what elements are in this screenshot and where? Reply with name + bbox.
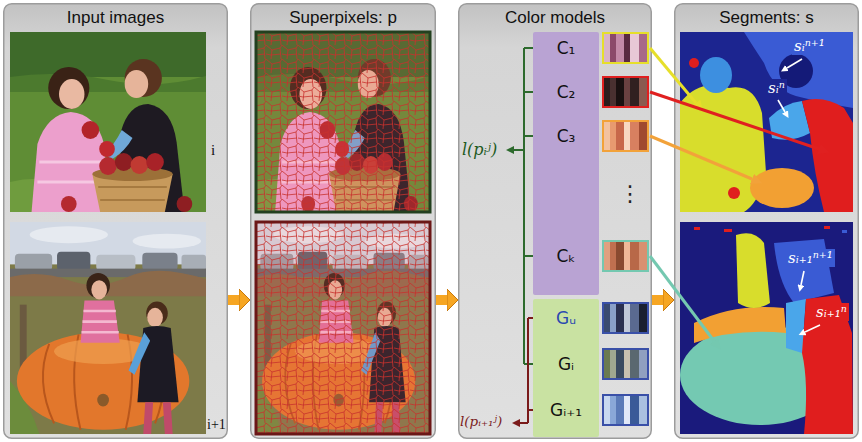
color-swatch bbox=[603, 303, 648, 333]
ellipsis-mark: ⋮ bbox=[619, 181, 641, 207]
model-band: C₁ C₂ C₃ Cₖ bbox=[533, 32, 599, 295]
model-tree-green bbox=[514, 48, 533, 364]
likelihood-label: l(pᵢʲ) bbox=[462, 140, 497, 159]
model-name: C₃ bbox=[557, 126, 576, 146]
segment-label: sᵢ₊₁ⁿ bbox=[814, 303, 849, 321]
input-images-art bbox=[3, 3, 228, 439]
color-swatch bbox=[603, 77, 648, 107]
flow-arrow bbox=[436, 295, 447, 305]
model-name: C₁ bbox=[557, 38, 576, 58]
color-swatch bbox=[603, 33, 648, 63]
segment-label: sᵢⁿ⁺¹ bbox=[792, 37, 827, 55]
segment-map bbox=[680, 32, 853, 212]
likelihood-label: l(pᵢ₊₁ʲ) bbox=[460, 413, 502, 429]
panel-heading: Input images bbox=[67, 8, 164, 28]
stage-panel: Color modelsC₁ C₂ C₃ CₖGᵤGᵢGᵢ₊₁ bbox=[458, 3, 652, 439]
stage-panel: Segments: s bbox=[674, 3, 859, 439]
color-swatch bbox=[603, 121, 648, 151]
model-name: Cₖ bbox=[556, 246, 575, 266]
panel-heading: Segments: s bbox=[719, 8, 814, 28]
model-name: Gᵤ bbox=[556, 308, 576, 328]
model-tree-red bbox=[520, 318, 533, 423]
segment-label: sᵢ₊₁ⁿ⁺¹ bbox=[786, 249, 835, 267]
stage-panel: Superpixels: p bbox=[250, 3, 436, 439]
color-swatch bbox=[603, 395, 648, 425]
model-name: Gᵢ bbox=[558, 354, 574, 374]
segment-label: sᵢⁿ bbox=[766, 79, 787, 97]
segment-pointer bbox=[778, 59, 820, 332]
stage-panel: Input images bbox=[3, 3, 228, 439]
image-index: i bbox=[211, 141, 215, 159]
model-name: C₂ bbox=[557, 82, 576, 102]
model-name: Gᵢ₊₁ bbox=[550, 400, 582, 420]
superpixel-art bbox=[250, 3, 436, 439]
flow-arrow bbox=[228, 295, 239, 305]
image-index: i+1 bbox=[207, 417, 226, 434]
color-swatch bbox=[603, 241, 648, 271]
panel-heading: Superpixels: p bbox=[289, 8, 397, 28]
color-swatch bbox=[603, 349, 648, 379]
segments-art bbox=[674, 3, 859, 439]
model-band: GᵤGᵢGᵢ₊₁ bbox=[533, 299, 599, 437]
panel-heading: Color models bbox=[505, 8, 605, 28]
flow-arrow bbox=[652, 295, 663, 305]
model-to-segment-arrow bbox=[650, 48, 819, 341]
